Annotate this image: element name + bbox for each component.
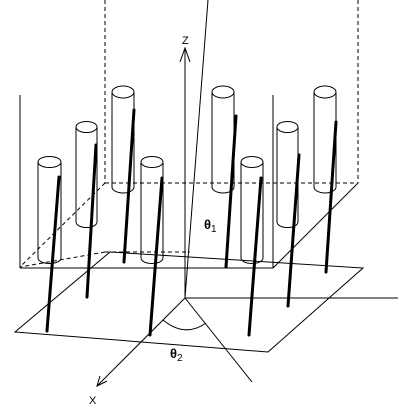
rod-7 bbox=[286, 153, 301, 308]
projection-line bbox=[184, 297, 253, 383]
box-right-diagonal bbox=[272, 182, 359, 269]
z-axis-label: Z bbox=[182, 35, 189, 47]
theta2-arc bbox=[162, 319, 207, 331]
solid-box bbox=[19, 95, 359, 269]
theta2-label: θ2 bbox=[170, 346, 183, 364]
theta2-symbol: θ bbox=[170, 346, 177, 361]
cylinder-mid-1 bbox=[75, 121, 98, 228]
axes bbox=[96, 0, 398, 387]
rod-5 bbox=[224, 114, 238, 269]
box-left-diagonal bbox=[19, 182, 106, 268]
cylinders bbox=[37, 85, 337, 264]
rod-4 bbox=[148, 176, 164, 337]
tilt-normal-line bbox=[184, 0, 209, 299]
x-axis-line bbox=[96, 297, 186, 387]
cylinder-front-1 bbox=[37, 156, 62, 264]
rod-3 bbox=[122, 108, 136, 264]
rod-1 bbox=[45, 175, 61, 333]
theta2-subscript: 2 bbox=[177, 353, 183, 364]
x-axis-arrowhead bbox=[96, 375, 108, 387]
rod-2 bbox=[85, 143, 98, 299]
tilted-rods bbox=[45, 108, 338, 337]
theta1-label: θ1 bbox=[204, 217, 217, 235]
x-axis-label: X bbox=[89, 395, 97, 407]
rod-8 bbox=[324, 120, 338, 274]
theta1-subscript: 1 bbox=[211, 224, 217, 235]
cylinder-front-3 bbox=[240, 156, 264, 264]
cylinder-back-1 bbox=[111, 85, 135, 194]
rod-6 bbox=[247, 176, 263, 337]
dashed-box bbox=[19, 0, 359, 268]
tilted-plane bbox=[13, 251, 365, 353]
theta1-symbol: θ bbox=[204, 217, 211, 232]
z-axis-arrowhead bbox=[179, 46, 191, 63]
